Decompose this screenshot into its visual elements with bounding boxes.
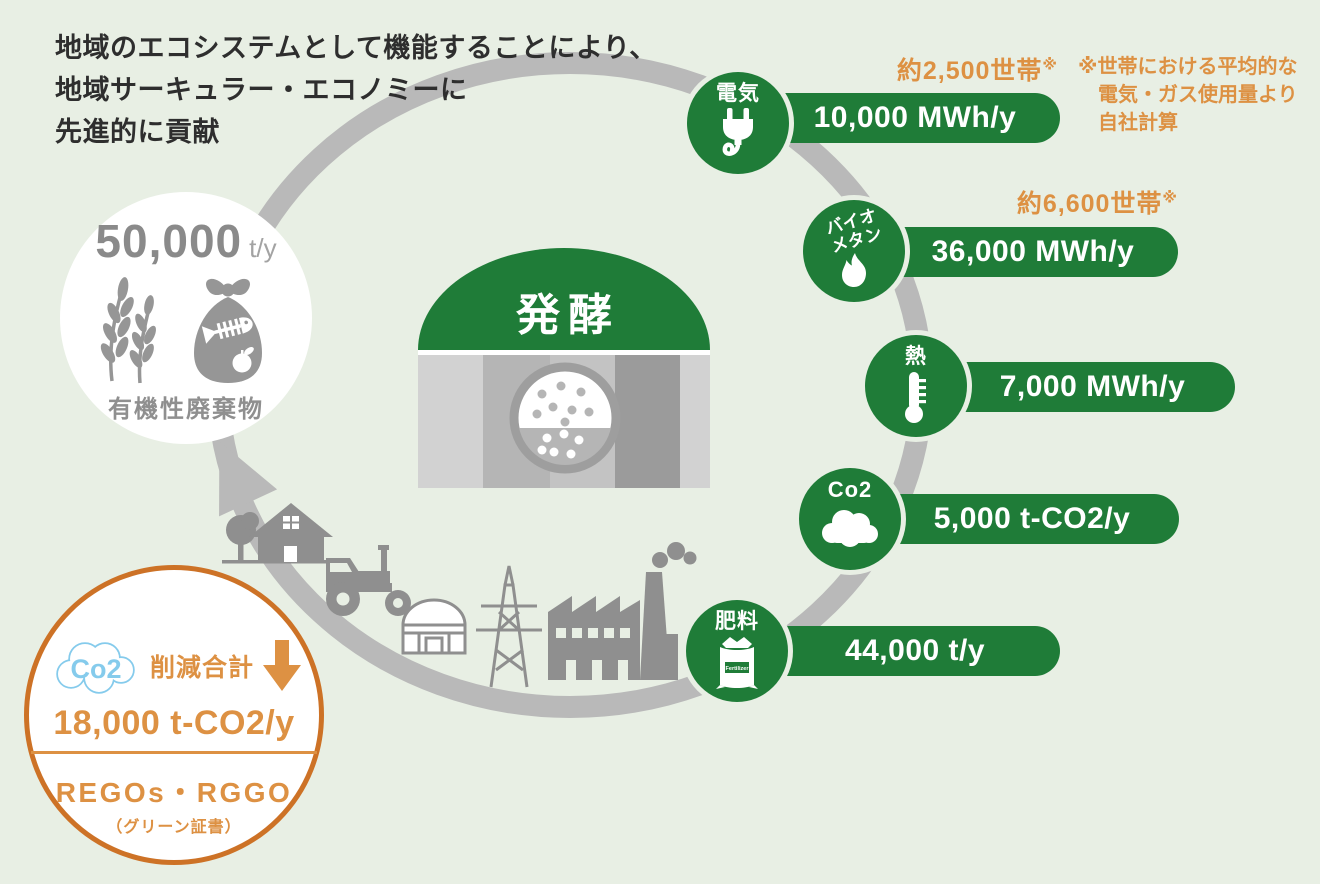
waste-label: 有機性廃棄物 [108,395,264,423]
fertilizer-value: 44,000 t/y [844,634,986,667]
organic-waste-circle: 50,000 t/y [60,192,312,444]
fertilizer-label: 肥料 [715,610,759,633]
biomethane-value: 36,000 MWh/y [931,235,1135,268]
footnote-line: 電気・ガス使用量より [1098,84,1298,106]
co2-cloud-outline-icon: Co2 [56,642,135,694]
down-arrow-icon [263,640,301,691]
cloud-icon [822,510,878,547]
heat-pill: 7,000 MWh/y [950,362,1235,412]
waste-icons [60,271,312,385]
co2-value: 5,000 t-CO2/y [933,502,1131,535]
waste-unit: t/y [249,233,277,263]
certificate-subtitle: （グリーン証書） [106,819,242,836]
power-pylon-icon [476,565,542,688]
garbage-bag-icon [194,278,262,383]
heat-badge: 熱 [865,335,967,437]
households-footnote: ※世帯における平均的な 電気・ガス使用量より 自社計算 [1078,53,1314,137]
plug-icon [722,108,753,156]
tree-icon [226,512,259,562]
fertilizer-bag-icon: Fertilizer [716,637,758,689]
electricity-badge: 電気 [687,72,789,174]
tractor-icon [326,545,411,616]
divider [31,751,317,754]
electricity-value: 10,000 MWh/y [813,101,1017,134]
smoke-icon [652,552,668,568]
reduction-heading-row: Co2 削減合計 [29,634,319,698]
waste-amount: 50,000 [95,215,243,267]
fish-bone-icon [201,317,253,344]
biomethane-households: 約6,600世帯※ [1016,189,1178,218]
factory-icon [548,542,697,680]
co2-badge: Co2 [799,468,901,570]
footnote-line: 自社計算 [1098,112,1178,134]
title-line: 先進的に貢献 [55,116,220,147]
co2-reduction-circle: Co2 削減合計 18,000 t-CO2/y REGOs・RGGO （グリーン… [24,565,324,865]
tank-stripe [615,355,680,488]
reduction-heading: 削減合計 [149,654,254,682]
thermometer-icon [905,372,926,423]
biomethane-badge: バイオ メタン [803,200,905,302]
electricity-pill: 10,000 MWh/y [770,93,1060,143]
reduction-value: 18,000 t-CO2/y [53,704,295,742]
tank-stripe [418,355,483,488]
smoke-icon [667,542,685,560]
waste-amount-row: 50,000 t/y [60,216,312,267]
gas-holder-icon [401,598,467,655]
title-line: 地域のエコシステムとして機能することにより、 [55,33,657,63]
electricity-households: 約2,500世帯※ [896,56,1058,85]
fermentation-label: 発酵 [516,291,620,340]
fertilizer-badge: 肥料 Fertilizer [686,600,788,702]
footnote-line: ※世帯における平均的な [1078,56,1298,78]
apple-icon [232,346,254,373]
title-line: 地域サーキュラー・エコノミーに [55,74,468,105]
svg-text:Co2: Co2 [70,654,121,684]
page-title: 地域のエコシステムとして機能することにより、 地域サーキュラー・エコノミーに 先… [55,28,695,154]
electricity-label: 電気 [716,82,760,105]
co2-pill: 5,000 t-CO2/y [885,494,1179,544]
svg-text:Fertilizer: Fertilizer [726,666,750,672]
heat-value: 7,000 MWh/y [999,370,1186,403]
certificate-name: REGOs・RGGO [55,777,293,808]
co2-label: Co2 [827,477,873,502]
biomethane-label: バイオ メタン [823,205,885,257]
fermentation-window [509,362,621,474]
tank-stripe [680,355,710,488]
smoke-icon [683,551,697,565]
wheat-icon [100,276,156,383]
house-icon [249,503,333,562]
fertilizer-pill: 44,000 t/y [770,626,1060,676]
heat-label: 熱 [905,345,927,368]
flame-icon [842,253,866,288]
biomethane-pill: 36,000 MWh/y [888,227,1178,277]
cycle-arrowhead-icon [219,441,278,517]
